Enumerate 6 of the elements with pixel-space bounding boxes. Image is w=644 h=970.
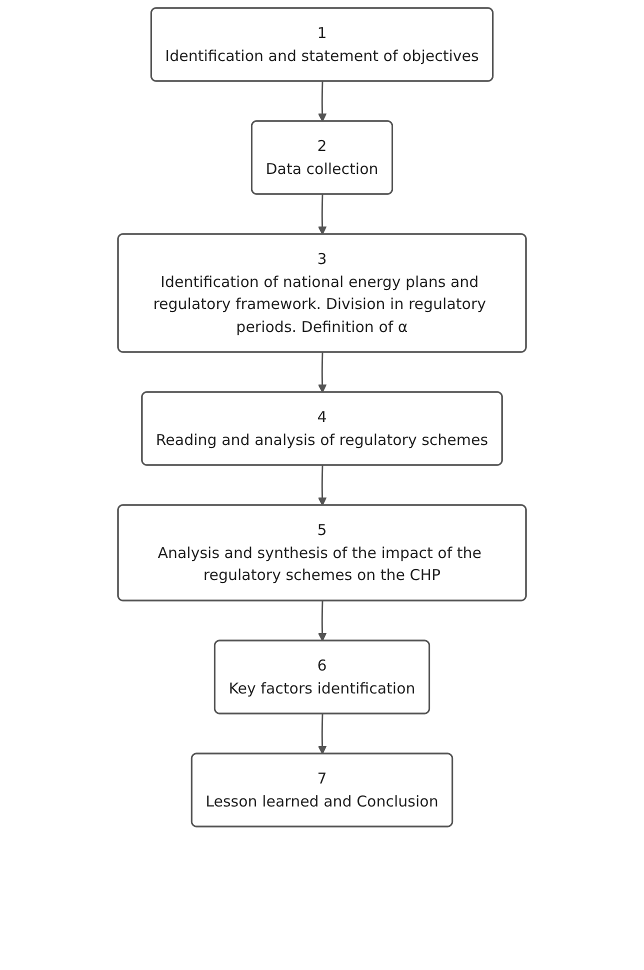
- arrow: [318, 714, 327, 754]
- arrow: [318, 352, 327, 393]
- arrow: [318, 81, 327, 122]
- arrow: [318, 600, 327, 642]
- arrow: [318, 194, 327, 235]
- arrow: [318, 465, 327, 506]
